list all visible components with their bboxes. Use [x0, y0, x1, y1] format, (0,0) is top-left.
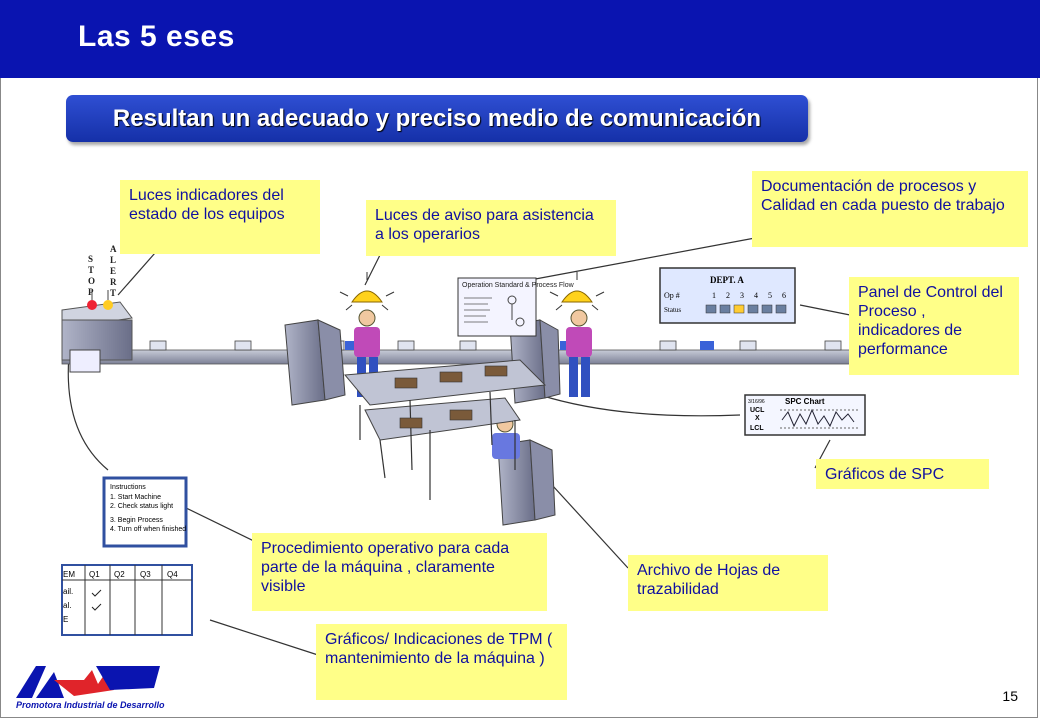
- op-label: Op #: [664, 291, 680, 300]
- company-logo: [16, 666, 160, 698]
- tpm-header: Q3: [140, 570, 151, 579]
- alert-letter: A: [110, 244, 117, 254]
- callout-control-panel: Panel de Control del Proceso , indicador…: [849, 277, 1019, 375]
- dept-number: 2: [726, 291, 730, 300]
- stop-letter: T: [88, 265, 94, 275]
- instructions-step: 2. Check status light: [110, 503, 173, 510]
- stop-letter: P: [88, 287, 94, 297]
- alert-letter: R: [110, 277, 117, 287]
- tpm-header: Q4: [167, 570, 178, 579]
- warning-lamp-right: [549, 272, 605, 311]
- dept-number: 5: [768, 291, 772, 300]
- tpm-table: EM Q1 Q2 Q3 Q4 ail. al. E: [61, 564, 193, 636]
- logo-caption: Promotora Industrial de Desarrollo: [16, 700, 165, 710]
- header-bar: Las 5 eses: [0, 0, 1040, 78]
- callout-status-lights: Luces indicadores del estado de los equi…: [120, 180, 320, 254]
- callout-procedure: Procedimiento operativo para cada parte …: [252, 533, 547, 611]
- warning-lamp-left: [339, 272, 395, 311]
- assembly-tables: [344, 359, 547, 500]
- instructions-card: Instructions 1. Start Machine 2. Check s…: [102, 476, 188, 548]
- stop-alert-labels: S T O P A L E R T: [88, 244, 117, 298]
- dept-number: 6: [782, 291, 786, 300]
- status-light-machine: [61, 290, 133, 373]
- page-number: 15: [1002, 688, 1018, 704]
- tpm-row-label: ail.: [63, 587, 73, 596]
- instructions-step: 4. Turn off when finished: [110, 526, 186, 533]
- spc-x: X: [755, 415, 760, 422]
- tpm-row-label: E: [63, 615, 68, 624]
- callout-documentation: Documentación de procesos y Calidad en c…: [752, 171, 1028, 247]
- flow-title: Operation Standard & Process Flow: [462, 282, 575, 289]
- callout-warning-lights: Luces de aviso para asistencia a los ope…: [366, 200, 616, 256]
- callout-tpm: Gráficos/ Indicaciones de TPM ( mantenim…: [316, 624, 567, 700]
- worker-figures: [354, 309, 592, 459]
- tpm-header: EM: [63, 570, 75, 579]
- operation-standard-board: Operation Standard & Process Flow: [457, 277, 575, 337]
- dept-number: 3: [740, 291, 744, 300]
- dept-control-panel: DEPT. A Op # Status 1 2 3 4 5 6: [659, 267, 796, 324]
- instructions-step: 1. Start Machine: [110, 494, 161, 501]
- alert-letter: T: [110, 288, 116, 298]
- tpm-row-label: al.: [63, 601, 71, 610]
- alert-letter: L: [110, 255, 116, 265]
- status-label: Status: [664, 306, 681, 314]
- spc-ucl: UCL: [750, 407, 765, 414]
- dept-number: 1: [712, 291, 716, 300]
- alert-letter: E: [110, 266, 116, 276]
- dept-number: 4: [754, 291, 758, 300]
- spc-title: SPC Chart: [785, 397, 825, 406]
- callout-spc-charts: Gráficos de SPC: [816, 459, 989, 489]
- callout-traceability: Archivo de Hojas de trazabilidad: [628, 555, 828, 611]
- spc-chart-board: SPC Chart 3/16/96 UCL X LCL: [744, 394, 866, 436]
- subtitle-banner: Resultan un adecuado y preciso medio de …: [66, 95, 808, 142]
- conveyor-belt: [61, 340, 901, 365]
- tpm-header: Q1: [89, 570, 100, 579]
- instructions-title: Instructions: [110, 484, 146, 491]
- dept-label: DEPT. A: [710, 275, 744, 285]
- stop-letter: O: [88, 276, 95, 286]
- instructions-step: 3. Begin Process: [110, 517, 163, 524]
- spc-lcl: LCL: [750, 425, 764, 432]
- tpm-header: Q2: [114, 570, 125, 579]
- stop-letter: S: [88, 254, 93, 264]
- slide-title: Las 5 eses: [78, 20, 235, 53]
- spc-date: 3/16/96: [748, 399, 765, 405]
